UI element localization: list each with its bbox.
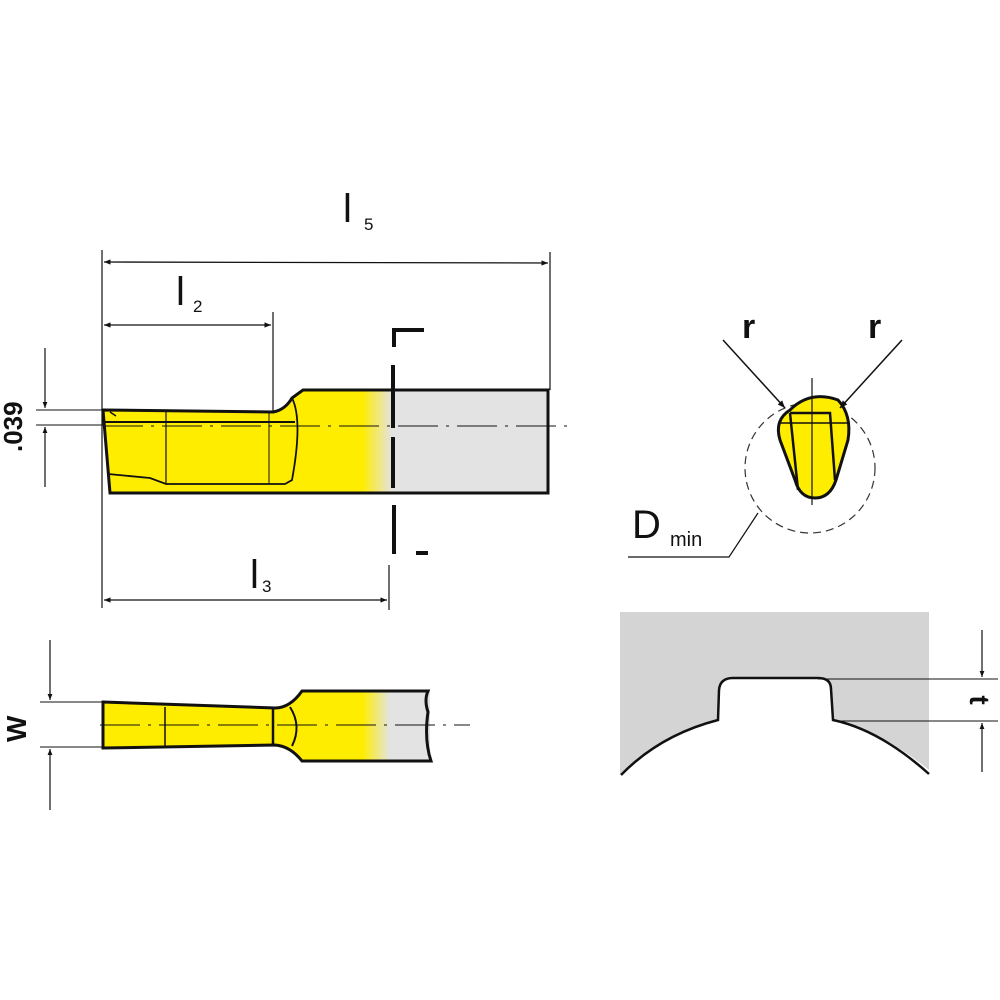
- label-height-039: .039: [0, 401, 28, 452]
- dimension-l2: l 2: [104, 270, 271, 328]
- label-r-left: r: [742, 308, 755, 346]
- side-view: l 5 l 2 l 3 .039: [0, 187, 575, 610]
- dimension-l5: l 5: [103, 187, 549, 266]
- label-dmin: D: [632, 503, 661, 547]
- label-l2-sub: 2: [193, 297, 202, 316]
- label-l3: l: [250, 553, 259, 597]
- dimension-height: .039: [0, 348, 103, 487]
- label-l2: l: [176, 270, 185, 314]
- dimension-l3: l 3: [104, 553, 387, 603]
- label-l5: l: [343, 187, 352, 231]
- insert-side-body: [101, 388, 575, 495]
- top-view: W: [1, 640, 470, 810]
- label-l5-sub: 5: [364, 215, 373, 234]
- label-r-right: r: [868, 308, 881, 346]
- label-t: t: [964, 695, 995, 704]
- label-dmin-sub: min: [670, 529, 702, 551]
- section-marker: [391, 328, 428, 555]
- label-w: W: [1, 715, 32, 742]
- end-view: r r D min: [628, 308, 903, 558]
- groove-view: t: [620, 612, 998, 776]
- label-l3-sub: 3: [262, 577, 271, 596]
